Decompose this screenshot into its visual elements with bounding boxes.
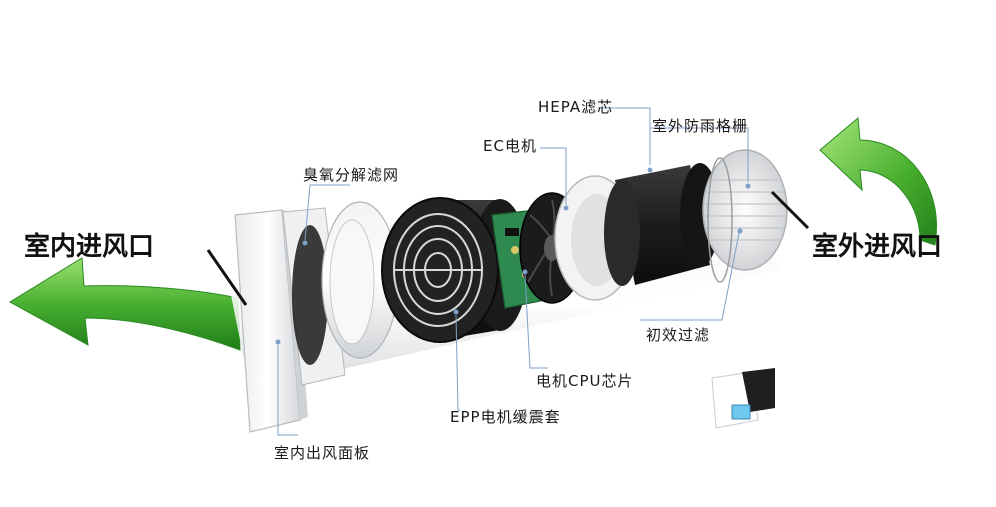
grille-slats: [704, 179, 786, 241]
hepa-filter-label: HEPA滤芯: [538, 98, 614, 116]
epp-sleeve-label: EPP电机缓震套: [450, 408, 561, 426]
motor-cpu-chip-label: 电机CPU芯片: [536, 372, 634, 390]
outdoor-airflow-arrow: [819, 117, 937, 246]
indoor-panel-label: 室内出风面板: [274, 444, 371, 462]
outdoor-inlet-pointer: [770, 190, 810, 230]
outdoor-inlet-label: 室外进风口: [812, 232, 943, 262]
indoor-inlet-pointer: [206, 249, 248, 306]
outdoor-rain-grille: [702, 149, 788, 271]
leader-lines: [277, 107, 749, 436]
controller-thumbnail: [711, 368, 775, 429]
primary-filter-label: 初效过滤: [646, 326, 711, 344]
ec-motor-label: EC电机: [483, 137, 537, 155]
fan-guard: [393, 213, 483, 327]
primary-filter-ring: [707, 157, 733, 283]
ozone-filter-label: 臭氧分解滤网: [303, 166, 400, 184]
indoor-inlet-label: 室内进风口: [24, 232, 155, 262]
indoor-airflow-arrow: [9, 257, 241, 351]
outdoor-grille-label: 室外防雨格栅: [652, 117, 749, 135]
